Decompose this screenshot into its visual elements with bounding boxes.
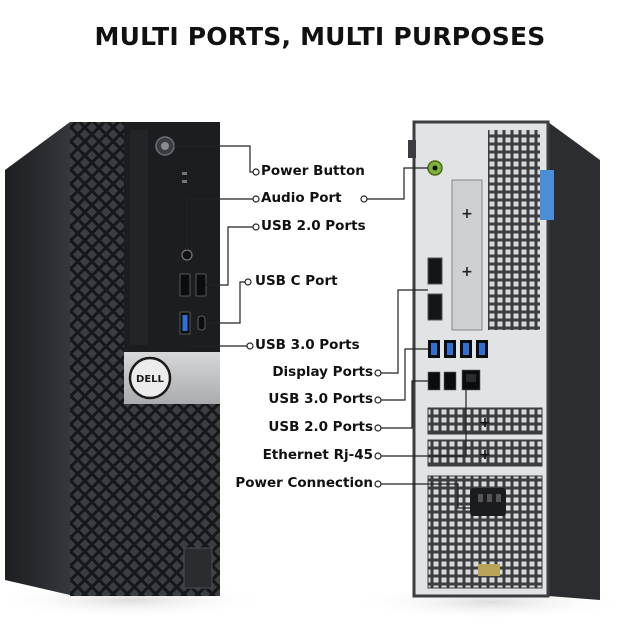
display-port [427,293,443,321]
front-lower-slot [183,547,213,589]
rear-usb3-port [463,343,469,355]
expansion-slot [427,407,543,435]
front-tower-side-panel [5,122,70,595]
label-ethernet: Ethernet Rj-45 [262,447,373,463]
svg-text:+: + [461,264,473,280]
front-audio-jack [181,249,193,261]
expansion-slot [427,439,543,467]
expansion-latch [540,170,554,220]
label-usb2-ports-front: USB 2.0 Ports [261,218,366,234]
front-usb2-port [179,273,191,297]
label-usb2-ports-rear: USB 2.0 Ports [268,419,373,435]
power-button-center [161,142,169,150]
rear-tower-side-panel [548,122,600,600]
front-usb3-port-insert [182,315,188,331]
rear-tower: + + + + [408,120,600,600]
front-tower: DELL [5,122,220,596]
psu-label [478,564,500,576]
svg-text:+: + [461,206,473,222]
label-display-ports: Display Ports [272,364,373,380]
rear-io-shield [451,179,483,331]
rear-vent-upper [488,130,540,330]
rear-callout-lines [360,167,470,509]
rear-usb2-port [443,371,457,391]
optical-drive-slot [130,130,148,345]
svg-text:+: + [479,447,491,463]
svg-text:+: + [479,415,491,431]
rear-usb3-port [479,343,485,355]
page-title: MULTI PORTS, MULTI PURPOSES [94,22,546,51]
dell-logo [128,356,172,400]
label-usb3-ports-rear: USB 3.0 Ports [268,391,373,407]
front-callout-lines [174,145,260,350]
rear-usb3-port [431,343,437,355]
front-usb-c-port [197,315,206,331]
rear-usb2-port [427,371,441,391]
rear-usb3-port [447,343,453,355]
label-usb-c-port: USB C Port [255,273,338,289]
label-power-connection: Power Connection [235,475,373,491]
label-power-button: Power Button [261,163,365,179]
dell-logo-text: DELL [136,374,165,385]
label-usb3-ports-front: USB 3.0 Ports [255,337,360,353]
display-port [427,257,443,285]
front-usb2-port [195,273,207,297]
label-audio-port: Audio Port [261,190,342,206]
padlock-loop [408,140,416,158]
